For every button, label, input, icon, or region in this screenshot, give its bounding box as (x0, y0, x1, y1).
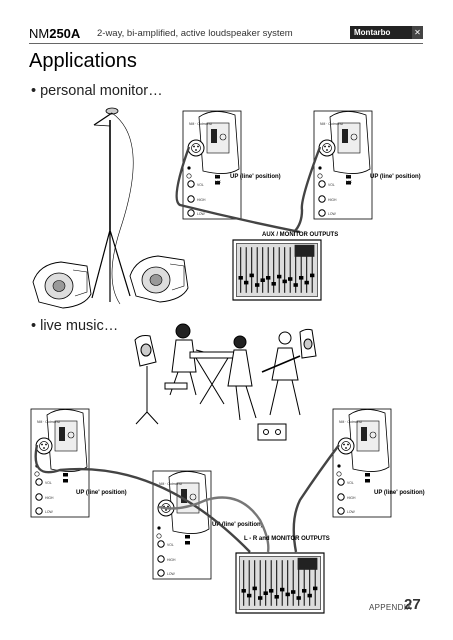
brand-mark-icon: ✕ (412, 26, 423, 39)
model-name: NM250A (29, 26, 81, 41)
up-label-center: UP (line' position) (212, 522, 263, 528)
speaker-panel-monitor-2 (313, 110, 373, 220)
page-title: Applications (29, 50, 137, 72)
floor-monitor-left-icon (32, 261, 92, 309)
up-label-monitor-2: UP (line' position) (370, 174, 421, 180)
up-label-left: UP (line' position) (76, 490, 127, 496)
speaker-panel-left (30, 408, 90, 518)
header-rule (29, 43, 423, 44)
svg-text:line: line (215, 174, 220, 178)
page-header: NM250A 2-way, bi-amplified, active louds… (0, 0, 453, 50)
line-mic-switch-1: line MIC (215, 174, 222, 184)
section-heading-live-music: • live music… (31, 318, 119, 334)
svg-text:MIC: MIC (346, 180, 353, 184)
svg-text:MIC: MIC (215, 180, 222, 184)
mic-stand-icon (91, 107, 134, 305)
band-illustration (134, 323, 317, 441)
line-mic-switch-2: line MIC (346, 174, 353, 184)
section-heading-personal-monitor: • personal monitor… (31, 83, 163, 99)
footer-section-label: APPENDIX (369, 603, 412, 612)
mixer-console-icon (232, 239, 322, 301)
lr-monitor-outputs-label: L - R and MONITOR OUTPUTS (244, 536, 330, 542)
aux-monitor-outputs-label: AUX / MONITOR OUTPUTS (262, 232, 338, 238)
mixer-console-live-icon (235, 552, 325, 614)
up-label-right: UP (line' position) (374, 490, 425, 496)
floor-monitor-right-icon (129, 255, 189, 303)
page-number: 27 (404, 596, 421, 613)
up-label-monitor-1: UP (line' position) (230, 174, 281, 180)
brand-logo: Montarbo (350, 26, 419, 39)
svg-text:line: line (346, 174, 351, 178)
speaker-panel-right (332, 408, 392, 518)
speaker-panel-monitor-1 (182, 110, 242, 220)
product-subtitle: 2-way, bi-amplified, active loudspeaker … (97, 28, 293, 39)
